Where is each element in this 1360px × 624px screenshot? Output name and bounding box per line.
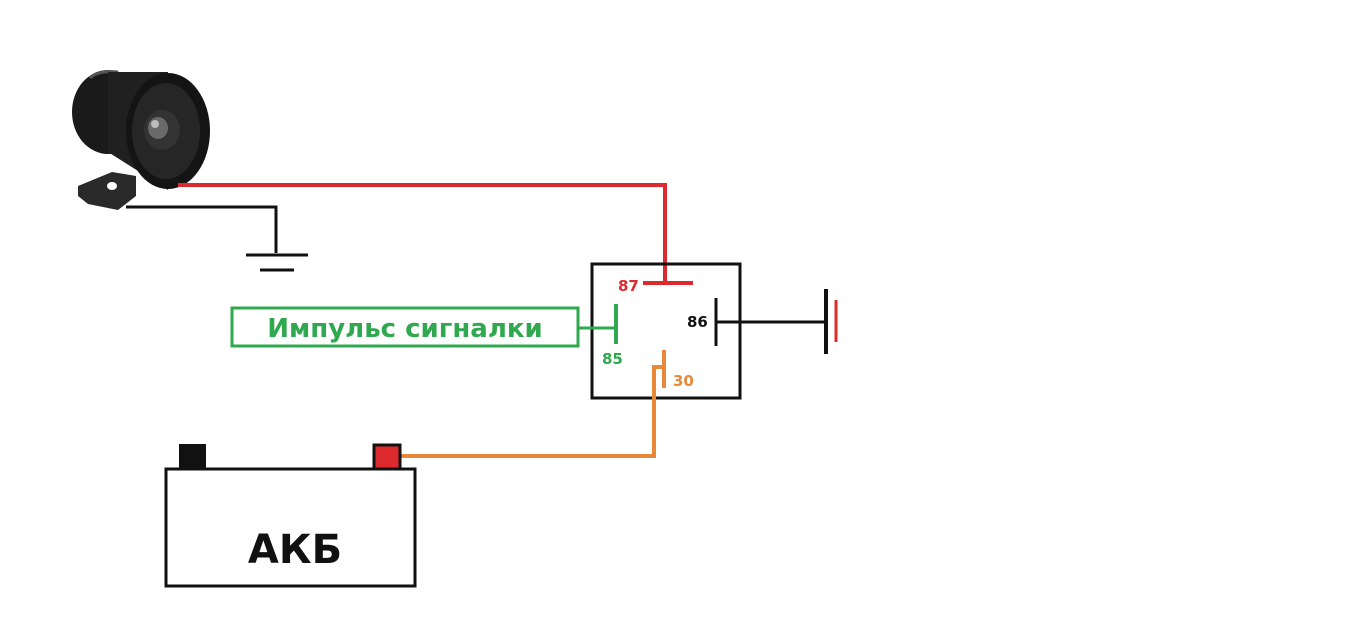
relay-pin-86-label: 86 [687, 313, 708, 331]
signal-label-box [230, 306, 580, 348]
relay-pin-87-label: 87 [618, 277, 639, 295]
battery: АКБ [164, 443, 417, 588]
siren-icon [72, 70, 210, 210]
battery-positive-terminal [372, 443, 402, 471]
battery-body [164, 467, 417, 588]
relay-pin-30-label: 30 [673, 372, 694, 390]
relay-box [590, 262, 742, 400]
battery-label: АКБ [248, 527, 342, 573]
ground-icon [246, 253, 308, 272]
siren-positive-wire [178, 183, 667, 283]
siren-ground-wire [126, 205, 278, 253]
battery-negative-terminal [179, 444, 206, 469]
relay-pin-85-label: 85 [602, 350, 623, 368]
signal-label: Импульс сигналки [267, 314, 543, 344]
battery-positive-wire [401, 365, 664, 458]
